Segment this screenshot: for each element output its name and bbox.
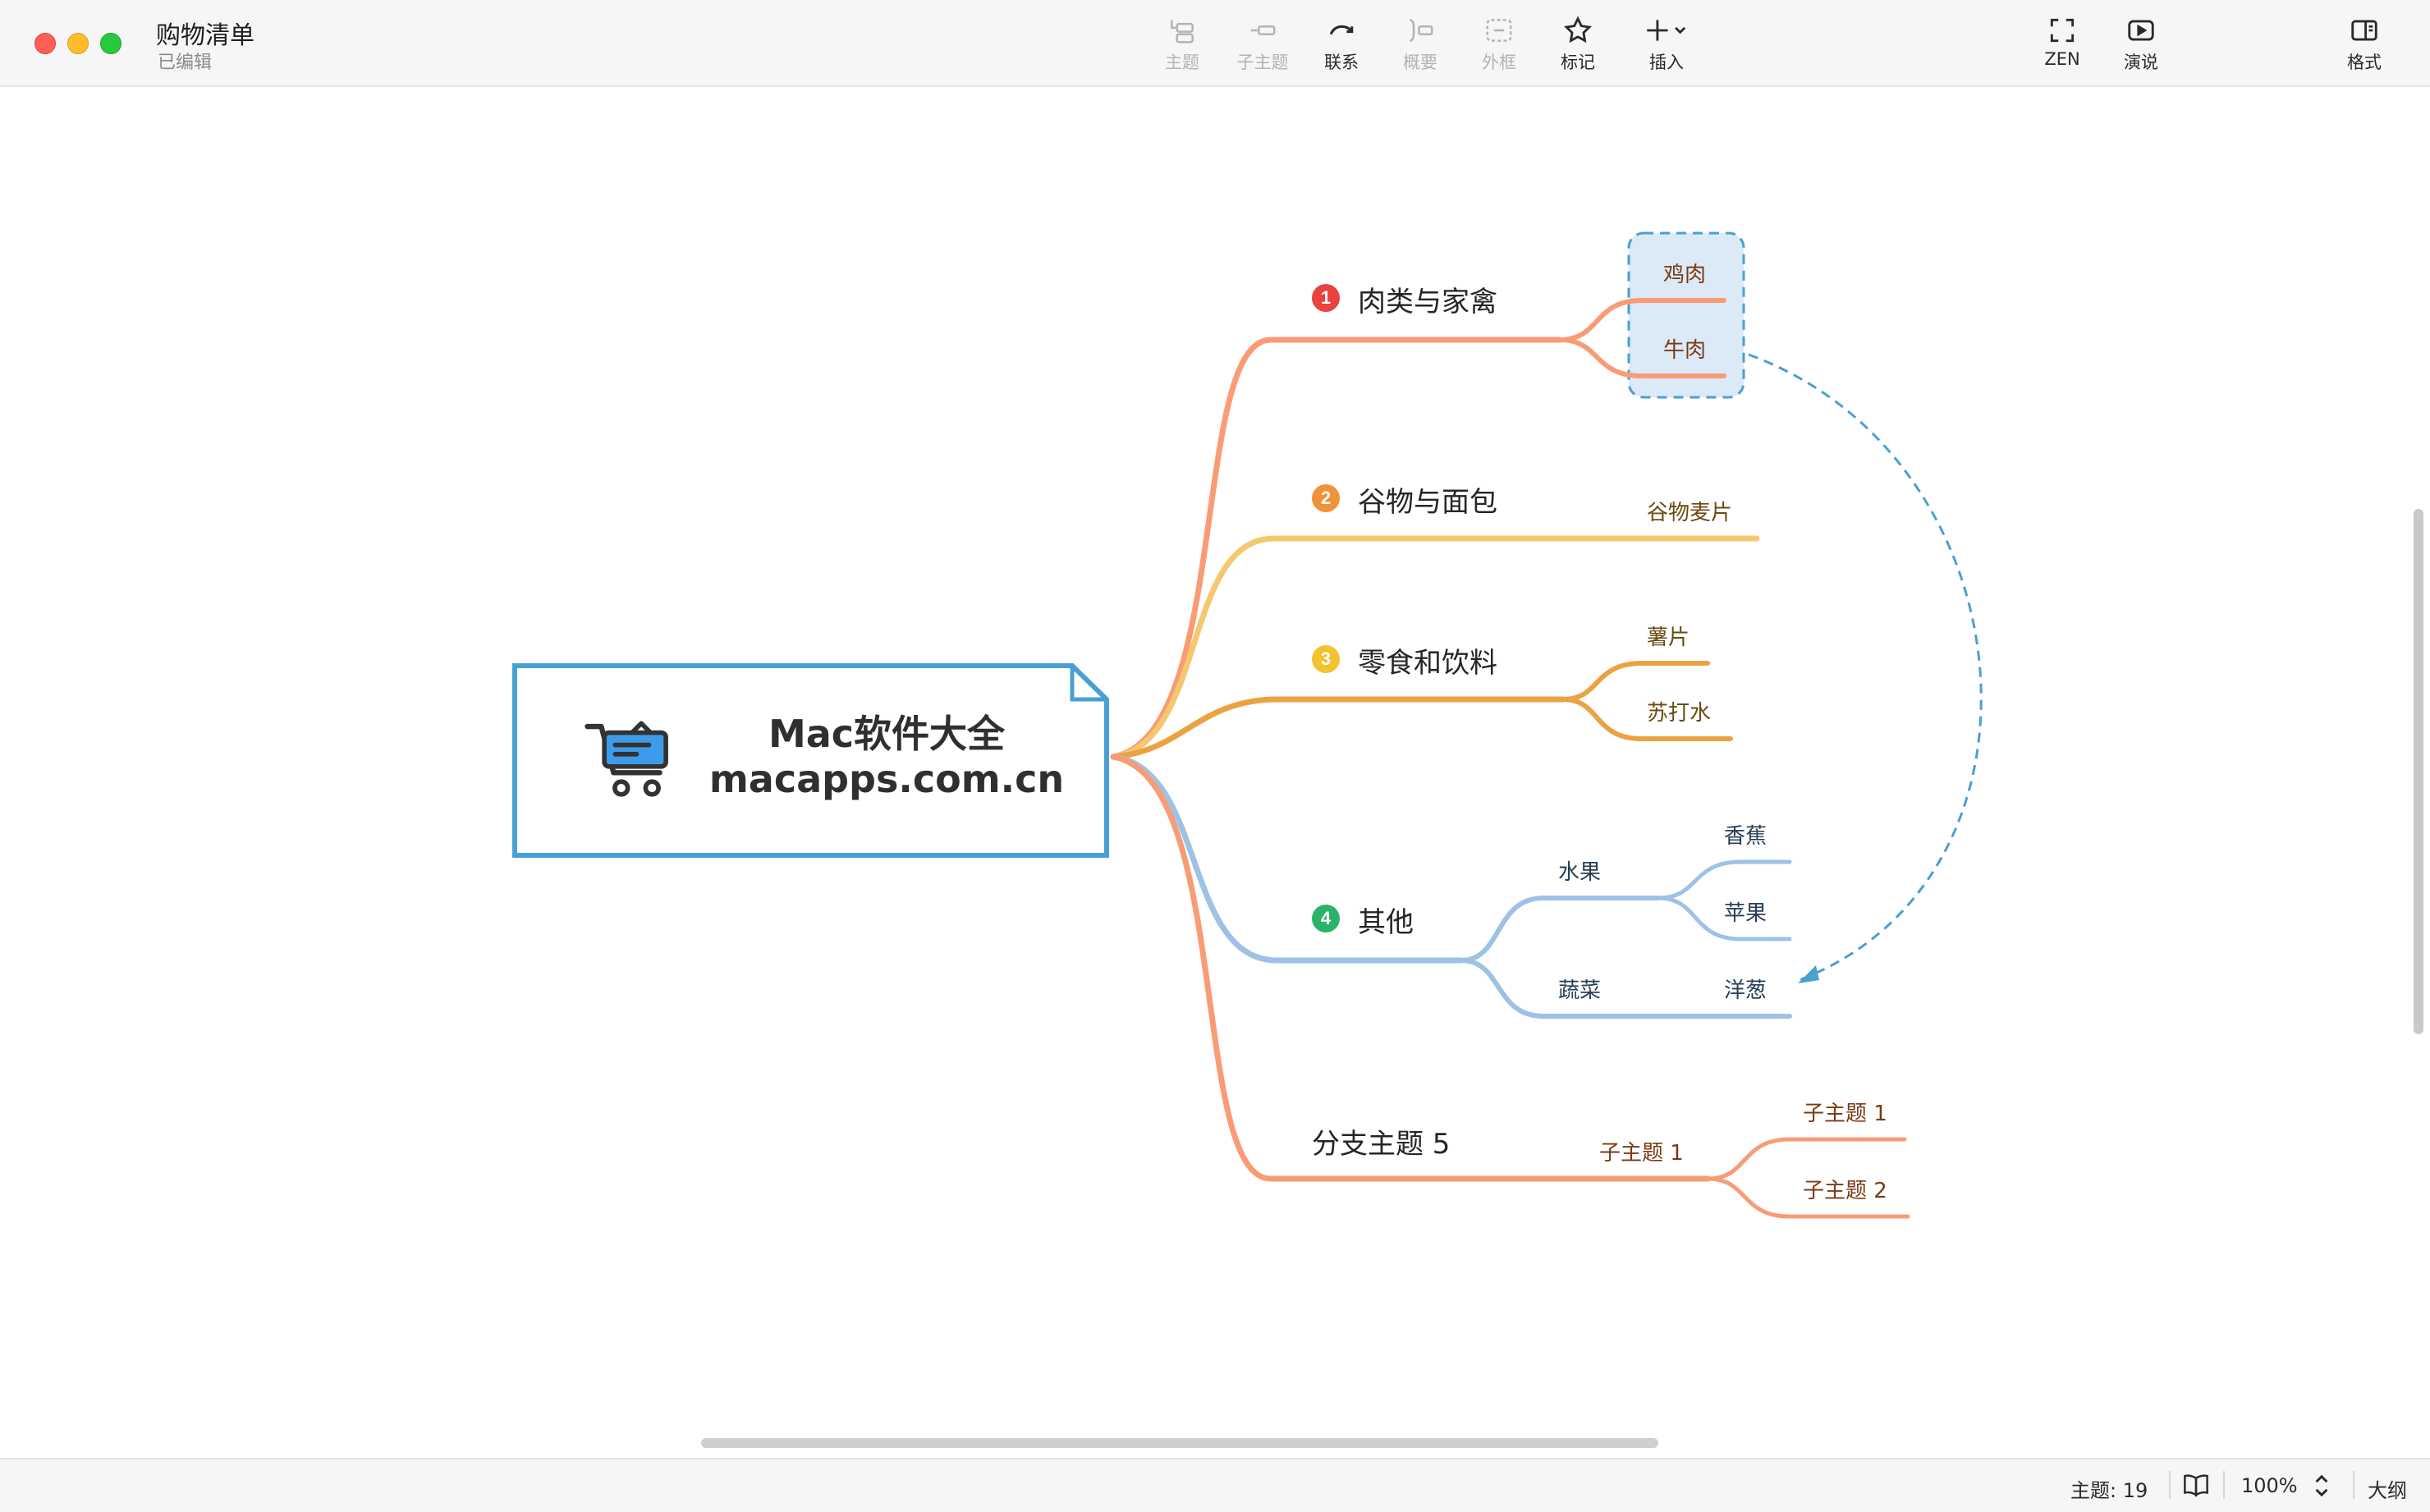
subtopic-icon [1250,25,1276,36]
relationship-line[interactable] [1748,353,1983,982]
book-icon[interactable] [2182,1473,2210,1497]
branch-line-snack [1110,696,1566,760]
topic-count: 主题: 19 [2070,1479,2148,1502]
topic-button-label: 主题 [1165,53,1199,72]
status-divider [2169,1471,2171,1499]
branch-topic-other[interactable]: 其他 [1358,906,1414,939]
branch-topic-snack[interactable]: 零食和饮料 [1358,647,1497,680]
main-branches [1110,337,1760,1182]
boundary-button-label: 外框 [1482,53,1516,72]
branch-topic-5[interactable]: 分支主题 5 [1312,1128,1451,1161]
play-icon [2128,20,2154,41]
plus-chevron-down-icon [1647,20,1686,41]
sub-line-apple [1656,896,1792,942]
subtopic-chicken[interactable]: 鸡肉 [1663,263,1707,287]
priority-3-icon: 3 [1312,645,1340,673]
subtopic-apple[interactable]: 苹果 [1724,901,1767,926]
central-topic-frame [512,663,1109,858]
subtopic-1-child-2[interactable]: 子主题 2 [1803,1179,1887,1203]
insert-button[interactable]: 插入 [1624,11,1709,77]
star-icon [1564,16,1592,44]
format-button-label: 格式 [2347,53,2382,72]
format-button[interactable]: 格式 [2325,11,2404,77]
branch-line-meat [1110,337,1563,760]
marker-button[interactable]: 标记 [1538,11,1617,77]
sub-line-veg [1459,958,1792,1019]
zen-button-label: ZEN [2044,49,2080,69]
subtopic-fruit[interactable]: 水果 [1558,860,1602,885]
zoom-stepper-icon[interactable] [2313,1473,2330,1499]
zoom-window-button[interactable] [100,33,122,54]
relationship-button-label: 联系 [1324,53,1359,72]
subtopic-1-child-1[interactable]: 子主题 1 [1803,1102,1887,1126]
summary-button-label: 概要 [1403,53,1437,72]
sub-line-chips [1561,661,1710,702]
sub-line-subtopic1-b [1705,1176,1910,1219]
sub-line-fruit [1459,896,1661,963]
sub-line-subtopic1-a [1705,1137,1907,1181]
minimize-window-button[interactable] [67,33,89,54]
marker-button-label: 标记 [1561,53,1595,72]
boundary-button[interactable]: 外框 [1460,11,1538,77]
central-topic-line2: macapps.com.cn [708,757,1065,801]
branch-topic-grain[interactable]: 谷物与面包 [1358,486,1497,519]
subtopic-button[interactable]: 子主题 [1223,11,1302,77]
priority-1-icon: 1 [1312,284,1340,312]
status-bar: 主题: 19 100% 大纲 [0,1458,2430,1512]
mindmap-connections [1110,231,1983,1219]
vertical-scrollbar[interactable] [2414,509,2423,1034]
close-window-button[interactable] [34,33,56,54]
subtopic-chips[interactable]: 薯片 [1647,625,1690,650]
subtopic-cereal[interactable]: 谷物麦片 [1647,501,1733,525]
zoom-level[interactable]: 100% [2241,1474,2298,1497]
topic-icon [1171,20,1194,44]
branch-topic-meat[interactable]: 肉类与家禽 [1358,286,1497,318]
sub-line-soda [1561,697,1733,741]
subtopic-onion[interactable]: 洋葱 [1724,978,1767,1003]
subtopic-beef[interactable]: 牛肉 [1663,338,1707,363]
fullscreen-icon [2050,18,2075,43]
document-title: 购物清单 [156,21,254,50]
subtopic-button-label: 子主题 [1236,53,1289,72]
summary-button[interactable]: 概要 [1381,11,1460,77]
subtopic-1[interactable]: 子主题 1 [1599,1141,1684,1166]
outline-button[interactable]: 大纲 [2368,1479,2407,1502]
sub-branches [1459,298,1910,1219]
title-bar: 购物清单 已编辑 主题 子主题 联系 概要 外框 标记 [0,0,2430,87]
priority-2-icon: 2 [1312,484,1340,512]
branch-line-other [1110,754,1465,964]
priority-4-icon: 4 [1312,905,1340,932]
boundary-frame[interactable] [1627,231,1745,399]
shopping-cart-icon [585,721,668,797]
sub-line-beef [1557,337,1726,378]
subtopic-soda[interactable]: 苏打水 [1647,701,1712,726]
branch-line-grain [1110,535,1760,760]
horizontal-scrollbar[interactable] [701,1438,1658,1448]
boundary-icon [1486,19,1512,42]
mindmap-canvas[interactable]: Mac软件大全 macapps.com.cn 1 肉类与家禽 鸡肉 牛肉 2 谷… [0,87,2430,1433]
sub-line-banana [1656,859,1792,900]
relationship-button[interactable]: 联系 [1302,11,1381,77]
insert-button-label: 插入 [1649,53,1684,72]
status-divider [2223,1471,2225,1499]
pitch-button-label: 演说 [2124,53,2158,72]
relationship-arrow-head [1798,965,1819,983]
central-topic-line1: Mac软件大全 [768,712,1006,756]
sidebar-panel-icon [2351,20,2377,41]
sub-line-chicken [1557,298,1726,342]
zen-button[interactable]: ZEN [2023,11,2102,77]
summary-icon [1410,19,1433,42]
topic-button[interactable]: 主题 [1143,11,1222,77]
status-divider [2353,1471,2354,1499]
pitch-button[interactable]: 演说 [2102,11,2180,77]
relationship-icon [1329,25,1354,35]
document-status: 已编辑 [158,53,213,73]
central-topic[interactable] [512,663,1110,859]
subtopic-vegetable[interactable]: 蔬菜 [1558,978,1602,1003]
subtopic-banana[interactable]: 香蕉 [1724,824,1767,849]
branch-line-branch5 [1110,754,1711,1182]
